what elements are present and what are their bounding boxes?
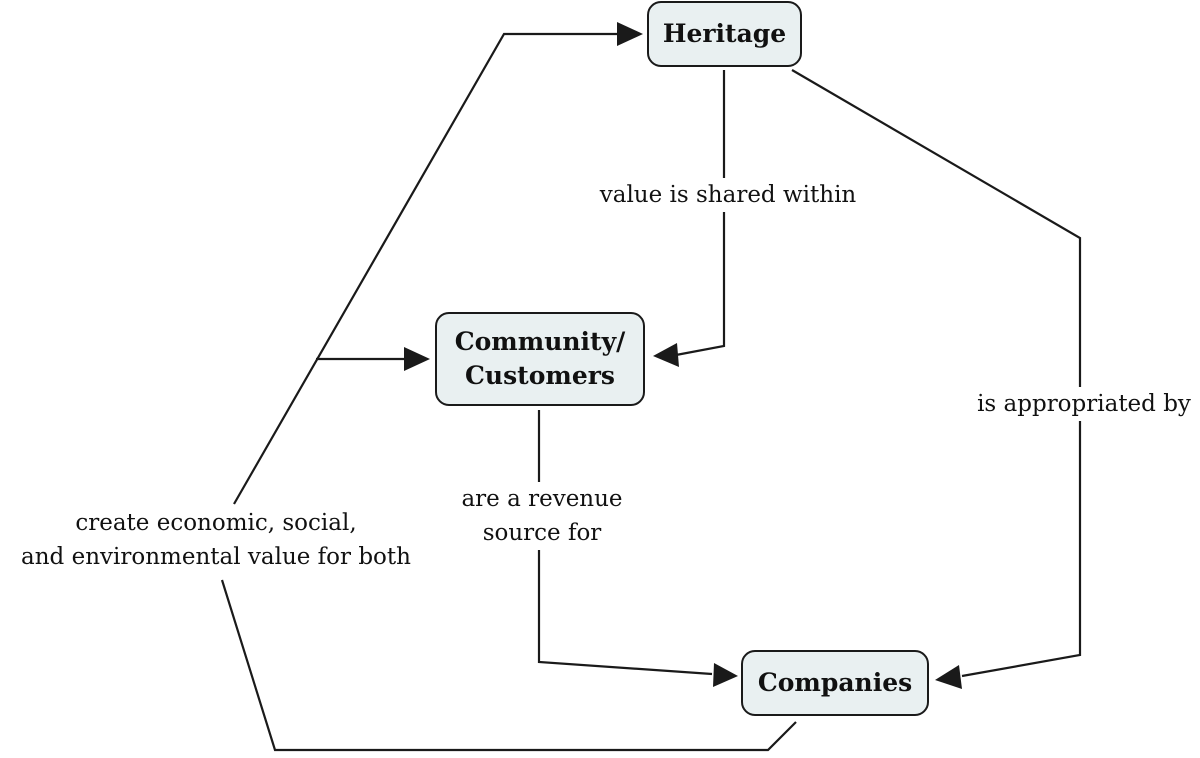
companies-node: Companies: [741, 650, 929, 716]
companies-node-label: Companies: [757, 668, 913, 697]
arrowhead-companies-right: [935, 665, 962, 689]
edge-label-revenue-source: are a revenue source for: [446, 482, 638, 550]
heritage-node: Heritage: [647, 1, 802, 67]
edge-label-appropriated: is appropriated by: [962, 387, 1200, 421]
arrowhead-companies-left: [713, 663, 738, 687]
arrowhead-community-right: [653, 343, 679, 367]
edge-label-value-shared: value is shared within: [584, 178, 872, 212]
arrowhead-heritage-left: [617, 22, 643, 46]
edge-heritage-companies: [791, 69, 1082, 678]
community-customers-node: Community/ Customers: [435, 312, 645, 406]
edge-loop-to-heritage: [233, 32, 618, 505]
edge-companies-loop: [220, 579, 797, 752]
edge-label-create-value: create economic, social, and environment…: [2, 506, 430, 574]
arrowhead-community-left: [404, 347, 430, 371]
edge-heritage-community: [675, 70, 726, 357]
heritage-node-label: Heritage: [662, 19, 787, 48]
community-customers-node-label: Community/ Customers: [454, 327, 626, 390]
